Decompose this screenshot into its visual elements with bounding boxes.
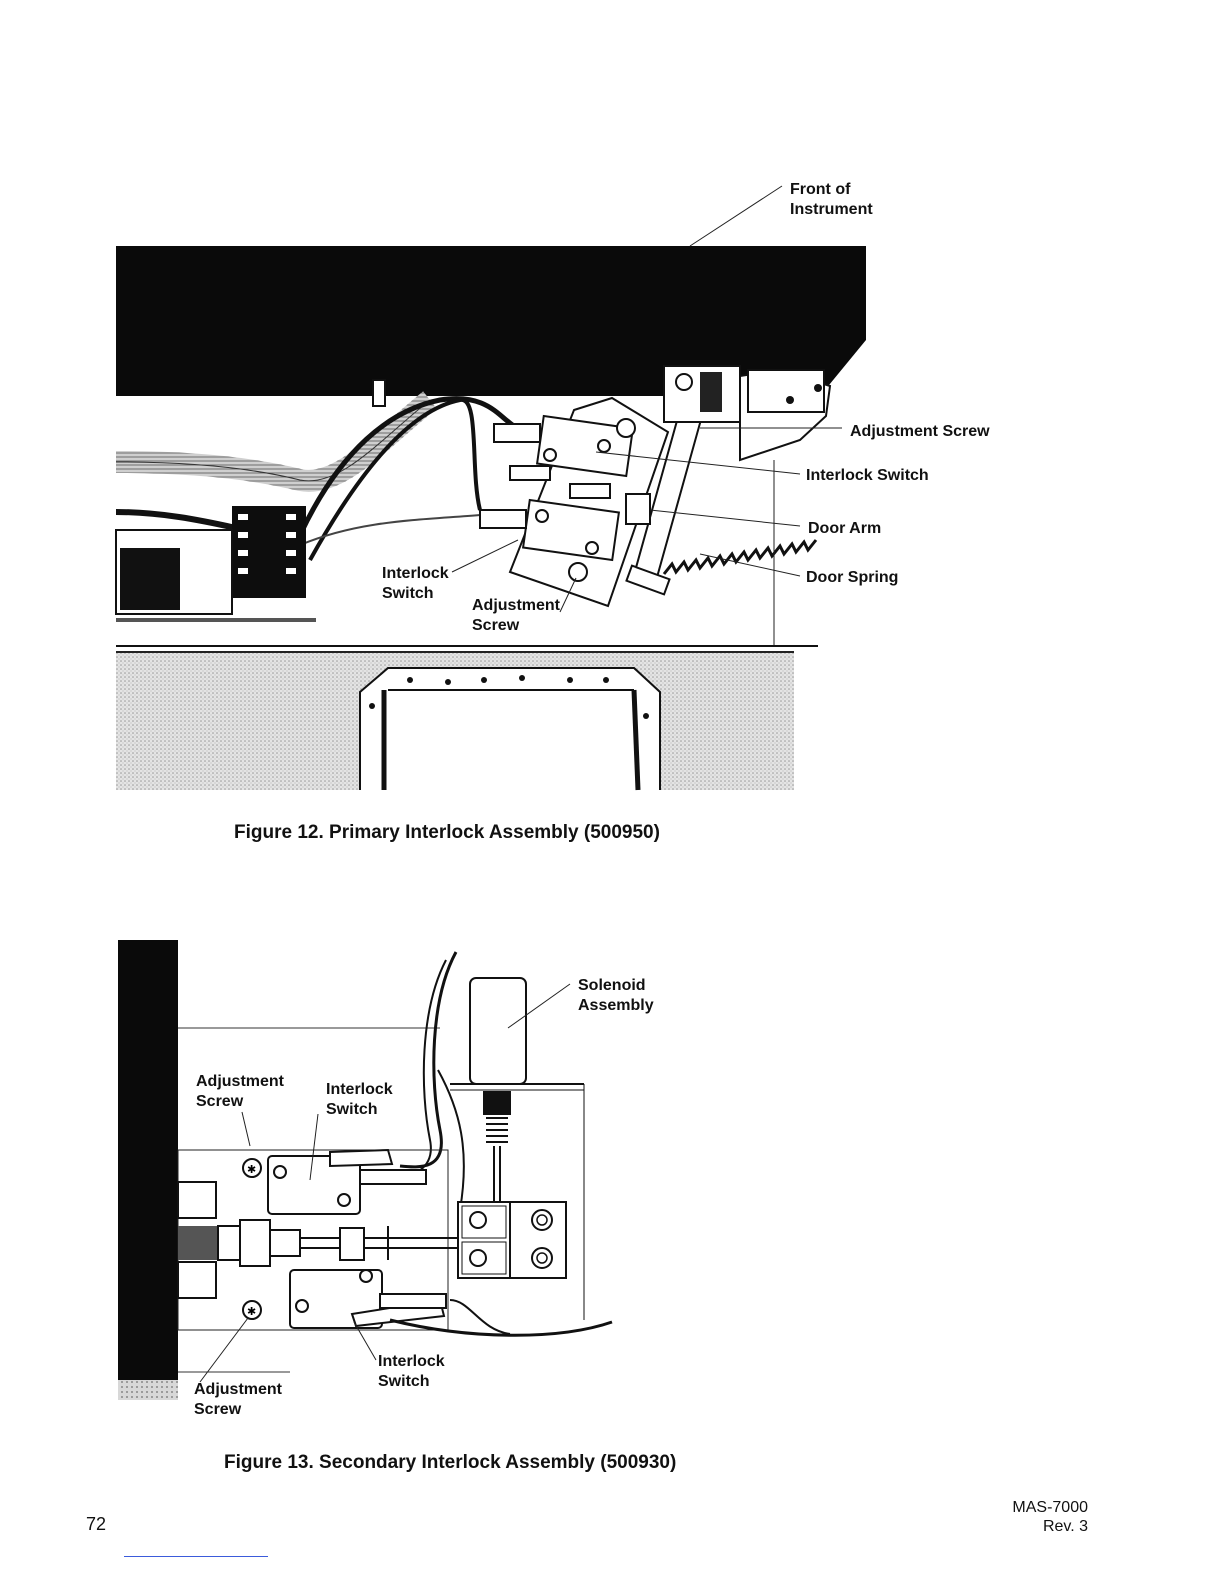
svg-text:✱: ✱ bbox=[247, 1305, 256, 1318]
solenoid-assembly-label-line1: Solenoid bbox=[578, 976, 646, 996]
interlock-switch-bottom-label-line1: Interlock bbox=[378, 1352, 445, 1372]
page-number: 72 bbox=[86, 1514, 106, 1535]
adjustment-screw-top-label-line1: Adjustment bbox=[196, 1072, 284, 1092]
adjustment-screw-top-label-line2: Screw bbox=[196, 1092, 243, 1112]
figure-13-caption: Figure 13. Secondary Interlock Assembly … bbox=[224, 1452, 676, 1474]
interlock-switch-top-label-line2: Switch bbox=[326, 1100, 378, 1120]
adjustment-screw-bottom-label-line2: Screw bbox=[194, 1400, 241, 1420]
footer-rule bbox=[124, 1556, 268, 1557]
interlock-switch-top-label-line1: Interlock bbox=[326, 1080, 393, 1100]
footer-doc-info: MAS-7000 Rev. 3 bbox=[1012, 1498, 1088, 1536]
solenoid-body bbox=[470, 978, 526, 1084]
doc-id: MAS-7000 bbox=[1012, 1498, 1088, 1517]
svg-text:✱: ✱ bbox=[247, 1163, 256, 1176]
revision: Rev. 3 bbox=[1012, 1517, 1088, 1536]
left-wall bbox=[118, 940, 178, 1400]
adjustment-screw-bottom-label-line1: Adjustment bbox=[194, 1380, 282, 1400]
interlock-switch-bottom-label-line2: Switch bbox=[378, 1372, 430, 1392]
solenoid-assembly-label-line2: Assembly bbox=[578, 996, 654, 1016]
